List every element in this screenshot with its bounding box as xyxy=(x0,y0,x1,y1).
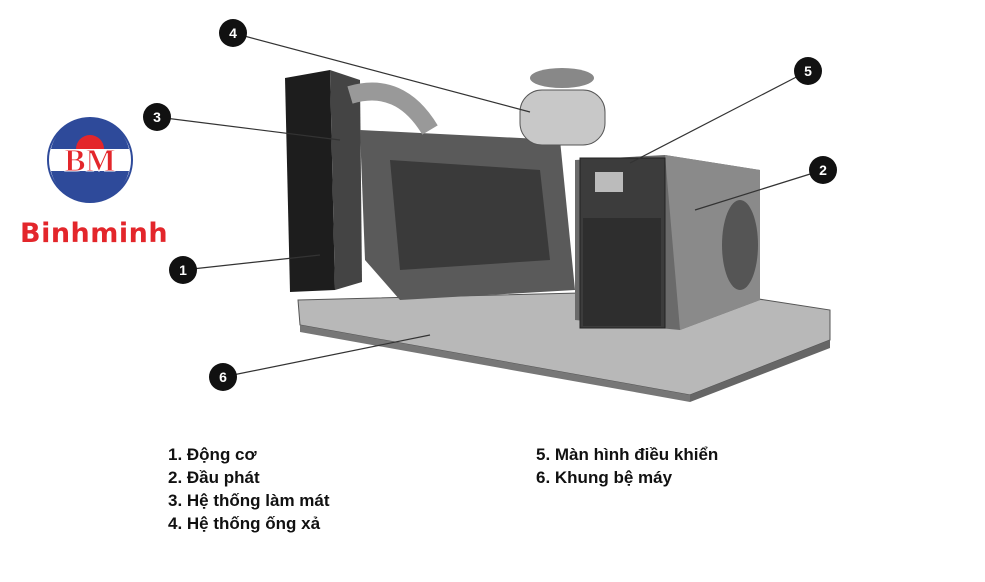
legend-item: 1. Động cơ xyxy=(168,445,257,464)
legend-item: 3. Hệ thống làm mát xyxy=(168,491,330,510)
leader-line-1 xyxy=(182,254,321,271)
legend-right: 5. Màn hình điều khiển 6. Khung bệ máy xyxy=(536,443,718,489)
svg-text:4: 4 xyxy=(229,25,237,41)
svg-text:5: 5 xyxy=(804,63,812,79)
legend-item: 6. Khung bệ máy xyxy=(536,468,673,487)
svg-text:6: 6 xyxy=(219,369,227,385)
legend-item: 2. Đầu phát xyxy=(168,468,260,487)
callout-6: 6 xyxy=(209,363,237,391)
svg-text:1: 1 xyxy=(179,262,187,278)
callout-1: 1 xyxy=(169,256,197,284)
leader-line-6 xyxy=(222,334,431,378)
binhminh-logo: BM xyxy=(47,117,133,203)
svg-text:BM: BM xyxy=(64,142,116,178)
callout-5: 5 xyxy=(794,57,822,85)
callout-4: 4 xyxy=(219,19,247,47)
svg-text:2: 2 xyxy=(819,162,827,178)
legend-item: 4. Hệ thống ống xả xyxy=(168,514,321,533)
legend-left: 1. Động cơ 2. Đầu phát 3. Hệ thống làm m… xyxy=(168,443,330,535)
svg-text:3: 3 xyxy=(153,109,161,125)
callout-3: 3 xyxy=(143,103,171,131)
callout-2: 2 xyxy=(809,156,837,184)
legend-item: 5. Màn hình điều khiển xyxy=(536,445,719,464)
brand-name: Binhminh xyxy=(20,218,169,249)
leader-line-3 xyxy=(156,116,341,141)
leader-line-4 xyxy=(232,32,531,113)
leader-line-2 xyxy=(694,169,824,211)
leader-line-5 xyxy=(629,70,809,164)
